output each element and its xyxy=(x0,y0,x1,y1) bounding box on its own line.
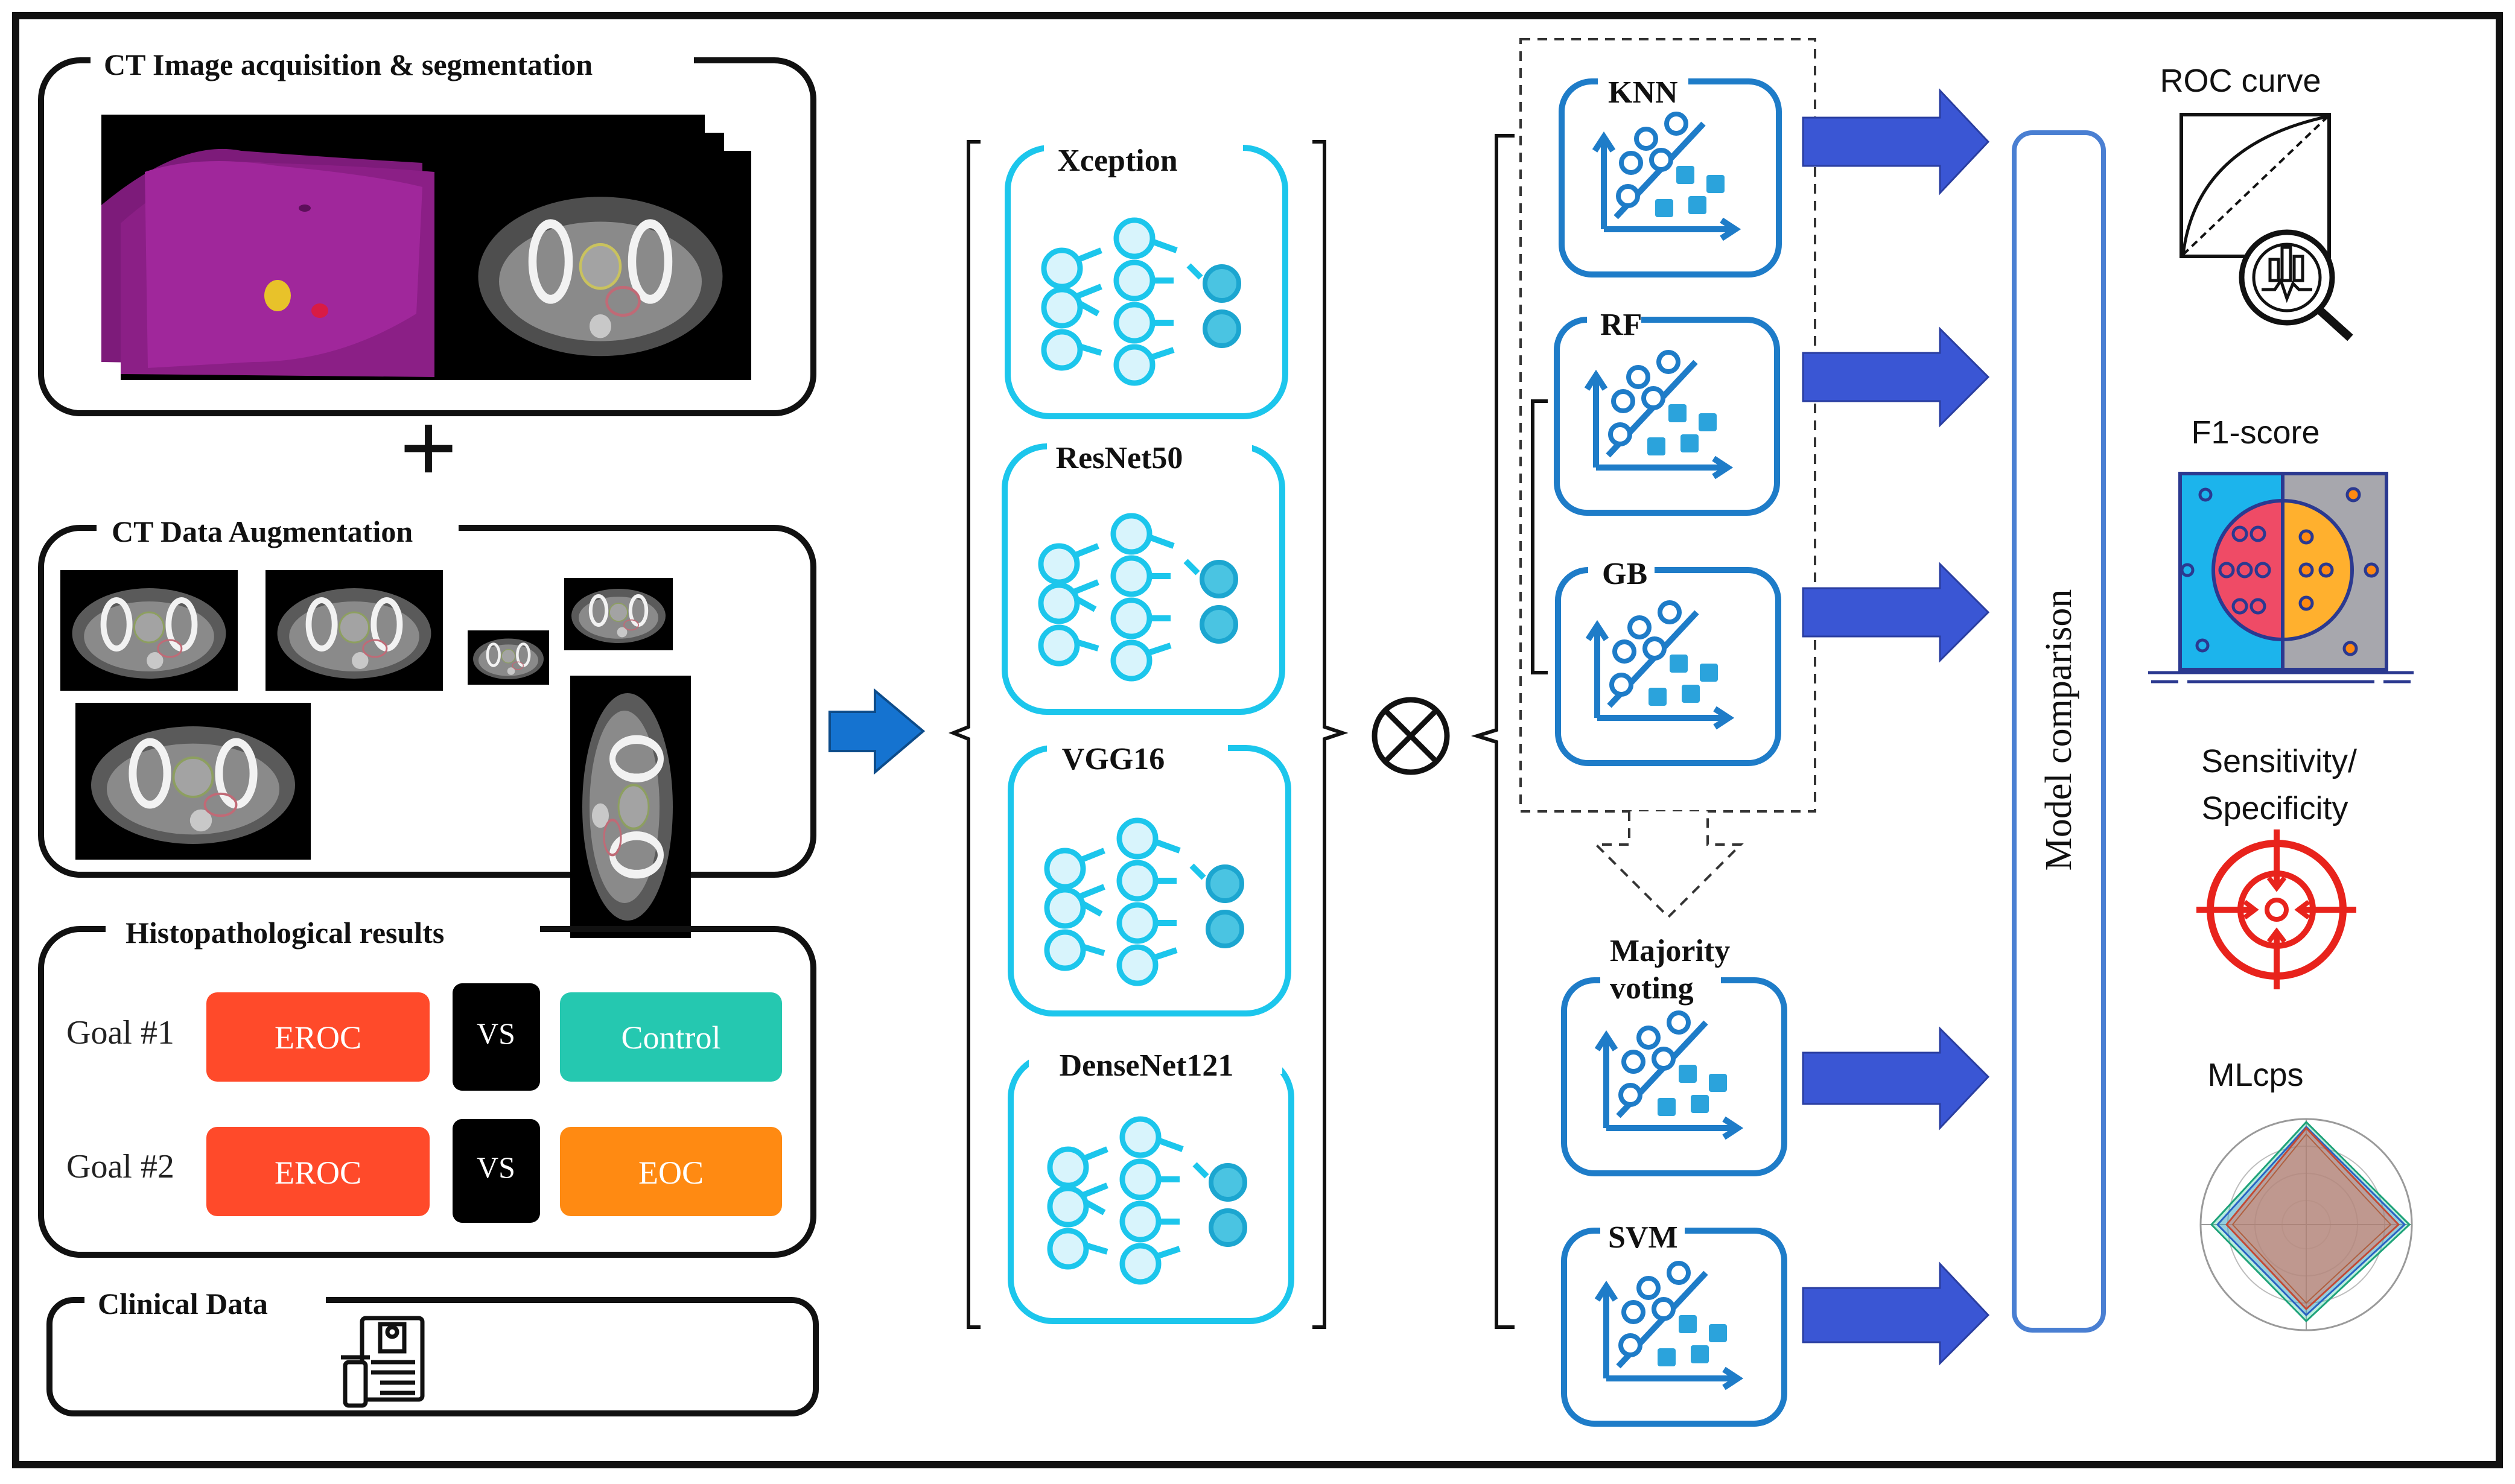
cnn-label-resnet50: ResNet50 xyxy=(1056,441,1183,475)
clinical-data-title: Clinical Data xyxy=(98,1287,268,1321)
classifier-label-svm: SVM xyxy=(1608,1220,1678,1255)
clinical-data-panel xyxy=(46,1297,819,1416)
cnn-card-vgg16 xyxy=(1008,730,1291,1016)
ensemble-to-voting-arrow xyxy=(1593,811,1744,919)
plus-sign: + xyxy=(399,392,458,505)
classifier-card-gb xyxy=(1555,555,1781,766)
cnn-card-resnet50 xyxy=(1002,428,1285,715)
roc-curve-icon xyxy=(2180,113,2353,341)
classifier-label-knn: KNN xyxy=(1608,75,1678,110)
metric-sensitivity-label-line1: Sensitivity/ xyxy=(2201,743,2357,779)
ct-augmentation-title: CT Data Augmentation xyxy=(112,515,413,548)
goal2-label: Goal #2 xyxy=(66,1148,174,1185)
metric-sensitivity-label-line2: Specificity xyxy=(2201,790,2348,826)
goal2-eoc-box xyxy=(560,1127,782,1216)
goal2-vs-box xyxy=(453,1119,540,1223)
majority-voting-label-line2: voting xyxy=(1610,971,1694,1006)
ct-acquisition-title: CT Image acquisition & segmentation xyxy=(104,48,593,81)
goal1-eroc-box xyxy=(206,992,430,1082)
classifier-label-gb: GB xyxy=(1602,557,1647,591)
f1-score-icon xyxy=(2148,472,2414,683)
classifier-card-svm xyxy=(1561,1216,1787,1427)
classifier-to-comparison-arrows xyxy=(1802,88,1990,1366)
cnn-right-brace xyxy=(1312,140,1349,1329)
goal1-vs-text: VS xyxy=(477,1016,515,1050)
clinical-record-icon xyxy=(341,1316,425,1408)
classifier-card-knn xyxy=(1559,66,1782,277)
ensemble-brace xyxy=(1531,399,1548,674)
goal2-eoc-text: EOC xyxy=(638,1155,704,1191)
cnn-label-xception: Xception xyxy=(1057,144,1177,178)
classifier-card-majority-voting xyxy=(1561,965,1787,1176)
goal1-eroc-text: EROC xyxy=(275,1019,361,1056)
cnn-left-brace xyxy=(948,140,981,1329)
goal1-label: Goal #1 xyxy=(66,1014,174,1051)
goal1-vs-box xyxy=(453,983,540,1091)
classifier-card-rf xyxy=(1554,305,1780,516)
goal1-control-text: Control xyxy=(621,1019,720,1056)
radar-chart-icon xyxy=(2199,1118,2413,1331)
cnn-card-xception xyxy=(1005,130,1288,419)
goal2-eroc-box xyxy=(206,1127,430,1216)
goal1-control-box xyxy=(560,992,782,1082)
ensemble-group-box xyxy=(1519,38,1816,813)
cnn-label-vgg16: VGG16 xyxy=(1062,742,1165,776)
classifier-label-rf: RF xyxy=(1600,308,1642,342)
histopathology-title: Histopathological results xyxy=(126,916,444,950)
goal2-eroc-text: EROC xyxy=(275,1155,361,1191)
input-to-cnn-arrow xyxy=(828,688,926,775)
metric-roc-label: ROC curve xyxy=(2160,63,2321,99)
majority-voting-label-line1: Majority xyxy=(1610,934,1730,968)
combination-operator-icon xyxy=(1372,697,1450,775)
target-icon xyxy=(2196,829,2356,989)
cnn-card-densenet121 xyxy=(1008,1038,1294,1324)
ct-scan-image xyxy=(101,115,751,380)
goal2-vs-text: VS xyxy=(477,1150,515,1184)
model-comparison-label: Model comparison xyxy=(2038,589,2079,871)
metric-f1-label: F1-score xyxy=(2191,414,2319,451)
classifier-brace xyxy=(1471,134,1515,1329)
metric-mlcps-label: MLcps xyxy=(2207,1057,2303,1093)
cnn-label-densenet121: DenseNet121 xyxy=(1060,1048,1234,1083)
model-comparison-panel xyxy=(2012,130,2106,1333)
